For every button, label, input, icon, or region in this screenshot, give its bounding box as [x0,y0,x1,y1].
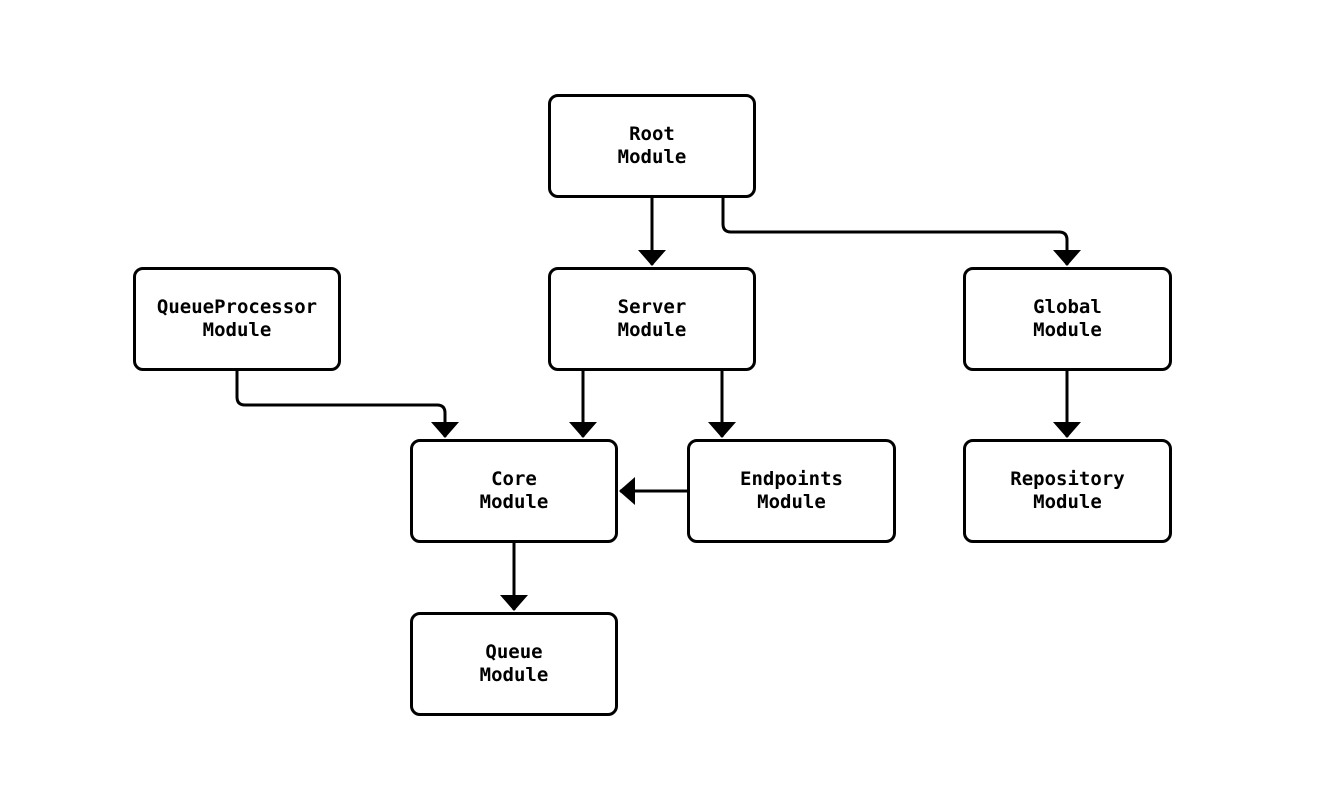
node-core-module: Core Module [410,439,618,543]
edge-queueprocessor-to-core [235,371,459,438]
node-repository-module: Repository Module [963,439,1172,543]
node-root-module-label: Root Module [617,123,687,168]
node-queue-module-label: Queue Module [479,641,549,686]
node-server-module-label: Server Module [617,296,687,341]
node-queue-module: Queue Module [410,612,618,716]
node-queueprocessor-module: QueueProcessor Module [133,267,341,371]
node-server-module: Server Module [548,267,756,371]
node-core-module-label: Core Module [479,468,549,513]
node-endpoints-module: Endpoints Module [687,439,896,543]
node-endpoints-module-label: Endpoints Module [740,468,843,513]
node-global-module: Global Module [963,267,1172,371]
edge-root-to-global [721,198,1081,266]
node-root-module: Root Module [548,94,756,198]
node-global-module-label: Global Module [1033,296,1102,341]
node-repository-module-label: Repository Module [1010,468,1125,513]
node-queueprocessor-module-label: QueueProcessor Module [156,296,318,341]
